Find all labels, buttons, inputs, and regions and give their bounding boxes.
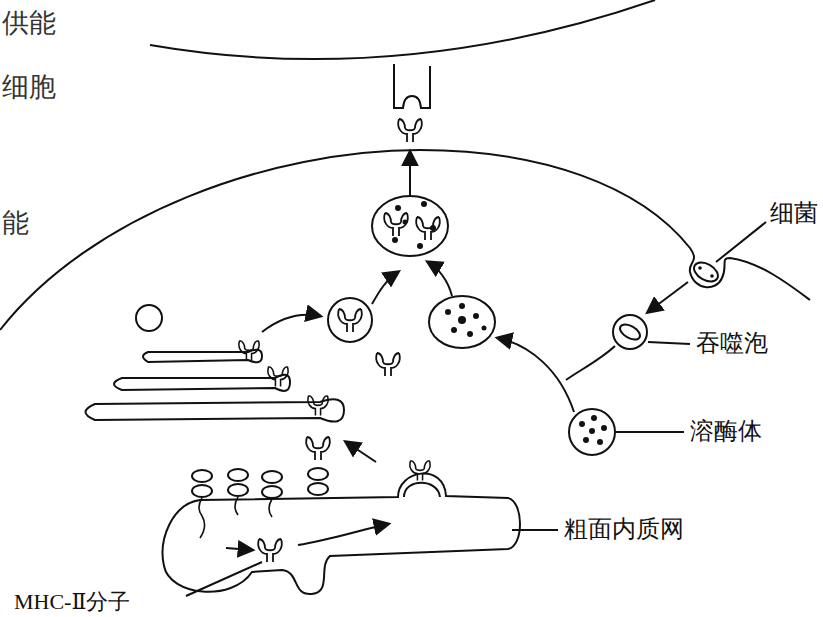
golgi-cisterna [86,399,345,421]
fragment-text: 细胞 [2,72,56,102]
phagolysosome [429,296,495,348]
part-label: 粗面内质网 [564,516,684,542]
lysosome [569,409,615,455]
part-label: 溶酶体 [690,418,762,444]
leader-line [616,431,684,433]
golgi-vesicle [136,305,162,331]
part-label: 吞噬泡 [696,330,768,356]
mhc-peptide-vesicle [372,196,448,256]
rough-er [163,474,520,595]
golgi-cisterna [114,375,290,391]
transport-vesicle [328,298,372,342]
leader-line [186,562,262,596]
apc-membrane [0,150,810,330]
golgi-cisterna [143,350,262,363]
leader-line [716,222,766,262]
ribosomes [192,468,328,538]
receptor [394,64,430,108]
part-label: 细菌 [770,200,818,226]
fragment-text: 供能 [2,8,56,38]
fragment-text: 能 [2,208,29,238]
peptide-dots [392,201,714,445]
phagosome [613,315,647,349]
leader-line [512,529,558,531]
part-label: MHC-Ⅱ分子 [14,590,130,614]
t-cell-membrane [150,0,655,59]
leader-line [648,342,690,344]
